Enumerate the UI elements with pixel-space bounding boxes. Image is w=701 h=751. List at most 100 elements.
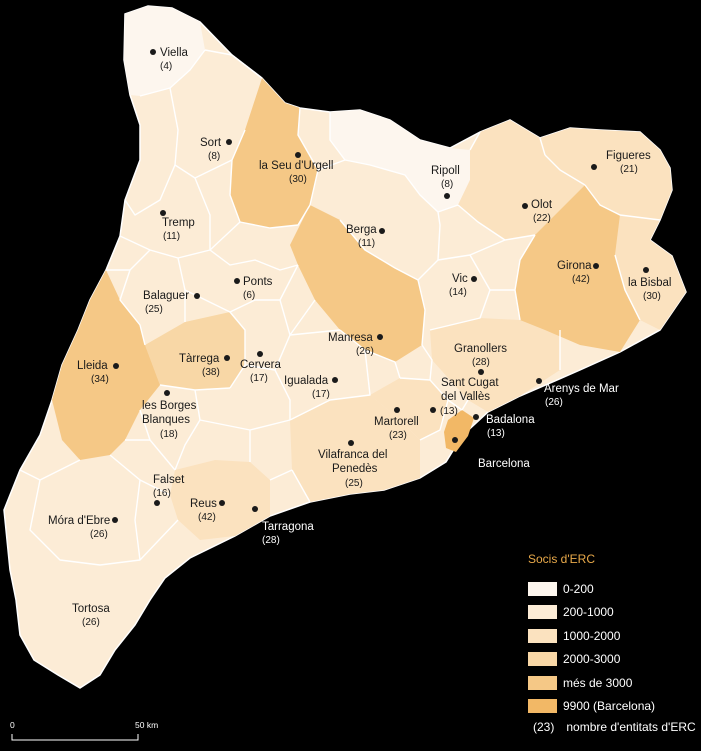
- count-figueres: (21): [620, 164, 638, 175]
- legend-note: (23)nombre d'entitats d'ERC: [528, 720, 701, 734]
- city-dot: [194, 293, 200, 299]
- region-olot: [458, 120, 585, 240]
- legend-swatch: [528, 652, 557, 667]
- count-olot: (22): [533, 213, 551, 224]
- legend: Socis d'ERC 0-200 200-1000 1000-2000 200…: [528, 552, 701, 734]
- count-girona: (42): [572, 274, 590, 285]
- comarca-borders: [19, 49, 661, 566]
- region-bisbal: [615, 215, 686, 330]
- count-granollers: (28): [472, 357, 490, 368]
- legend-label: 0-200: [563, 581, 594, 596]
- legend-swatch: [528, 699, 557, 714]
- region-barcelona: [444, 410, 474, 452]
- count-tremp: (11): [163, 231, 180, 242]
- label-tarrega: Tàrrega: [179, 353, 220, 365]
- legend-label: 2000-3000: [563, 652, 621, 667]
- count-martorell: (23): [389, 430, 407, 441]
- scale-start: 0: [10, 720, 15, 730]
- count-borges: (18): [160, 429, 178, 440]
- legend-swatch: [528, 605, 557, 620]
- legend-swatch: [528, 581, 557, 596]
- label-falset: Falset: [153, 474, 185, 486]
- city-dot: [113, 363, 119, 369]
- count-lleida: (34): [91, 374, 109, 385]
- count-vilafranca: (25): [345, 478, 363, 489]
- legend-item: més de 3000: [528, 671, 701, 695]
- count-igualada: (17): [312, 389, 330, 400]
- legend-title: Socis d'ERC: [528, 552, 595, 566]
- label-tarragona: Tarragona: [262, 521, 314, 533]
- count-falset: (16): [153, 488, 171, 499]
- count-manresa: (26): [356, 346, 374, 357]
- label-olot: Olot: [531, 199, 553, 211]
- region-seu: [230, 78, 318, 228]
- legend-label: més de 3000: [563, 675, 633, 690]
- legend-label: 200-1000: [563, 605, 614, 620]
- city-dot: [593, 263, 599, 269]
- scale-line: [11, 734, 139, 741]
- label-berga: Berga: [346, 224, 377, 236]
- region-reus: [170, 460, 270, 540]
- count-cervera: (17): [250, 373, 268, 384]
- count-vic: (14): [449, 287, 467, 298]
- label-figueres: Figueres: [606, 150, 651, 162]
- city-dot: [219, 500, 225, 506]
- count-balaguer: (25): [145, 304, 163, 315]
- city-dot: [394, 407, 400, 413]
- region-figueres: [540, 128, 672, 220]
- scale-bar: 0 50 km: [0, 718, 160, 748]
- label-badalona: Badalona: [486, 414, 535, 426]
- city-dot: [430, 407, 436, 413]
- count-tarrega: (38): [202, 367, 220, 378]
- legend-swatch: [528, 675, 557, 690]
- count-badalona: (13): [487, 428, 505, 439]
- legend-note-symbol: (23): [533, 720, 555, 734]
- count-reus: (42): [198, 512, 216, 523]
- city-dot: [150, 49, 156, 55]
- city-dot: [332, 377, 338, 383]
- region-tarrega: [145, 312, 245, 390]
- city-dot: [154, 500, 160, 506]
- label-cervera: Cervera: [240, 359, 282, 371]
- city-dot: [643, 267, 649, 273]
- label-vilafranca-2: Penedès: [332, 463, 378, 475]
- count-mora: (26): [90, 529, 108, 540]
- city-dot: [257, 351, 263, 357]
- region-girona: [515, 185, 640, 352]
- label-barcelona: Barcelona: [478, 458, 530, 470]
- city-dot: [444, 193, 450, 199]
- label-borges-2: Blanques: [142, 414, 190, 426]
- label-lleida: Lleida: [77, 360, 108, 372]
- city-dot: [478, 369, 484, 375]
- label-tremp: Tremp: [162, 217, 195, 229]
- label-sort: Sort: [200, 137, 222, 149]
- label-santcugat-1: Sant Cugat: [441, 377, 499, 389]
- label-bisbal: la Bisbal: [628, 277, 671, 289]
- city-dot: [295, 152, 301, 158]
- count-berga: (11): [358, 238, 375, 249]
- label-vilafranca-1: Vilafranca del: [318, 449, 387, 461]
- legend-item: 0-200: [528, 577, 701, 601]
- legend-item: 1000-2000: [528, 624, 701, 648]
- count-tortosa: (26): [82, 617, 100, 628]
- city-dot: [160, 210, 166, 216]
- region-lleida: [52, 270, 160, 460]
- city-dot: [252, 506, 258, 512]
- label-vic: Vic: [452, 273, 468, 285]
- region-viella: [124, 6, 205, 96]
- region-manresa: [290, 205, 425, 362]
- region-martorell: [370, 378, 448, 440]
- label-igualada: Igualada: [284, 375, 329, 387]
- label-reus: Reus: [190, 498, 217, 510]
- city-dot: [452, 437, 458, 443]
- label-ponts: Ponts: [243, 276, 273, 288]
- city-markers: [112, 49, 649, 523]
- label-arenys: Arenys de Mar: [544, 383, 619, 395]
- count-ponts: (6): [243, 290, 255, 301]
- city-dot: [112, 517, 118, 523]
- count-arenys: (26): [545, 397, 563, 408]
- city-dot: [234, 278, 240, 284]
- legend-item: 2000-3000: [528, 648, 701, 672]
- city-dot: [377, 334, 383, 340]
